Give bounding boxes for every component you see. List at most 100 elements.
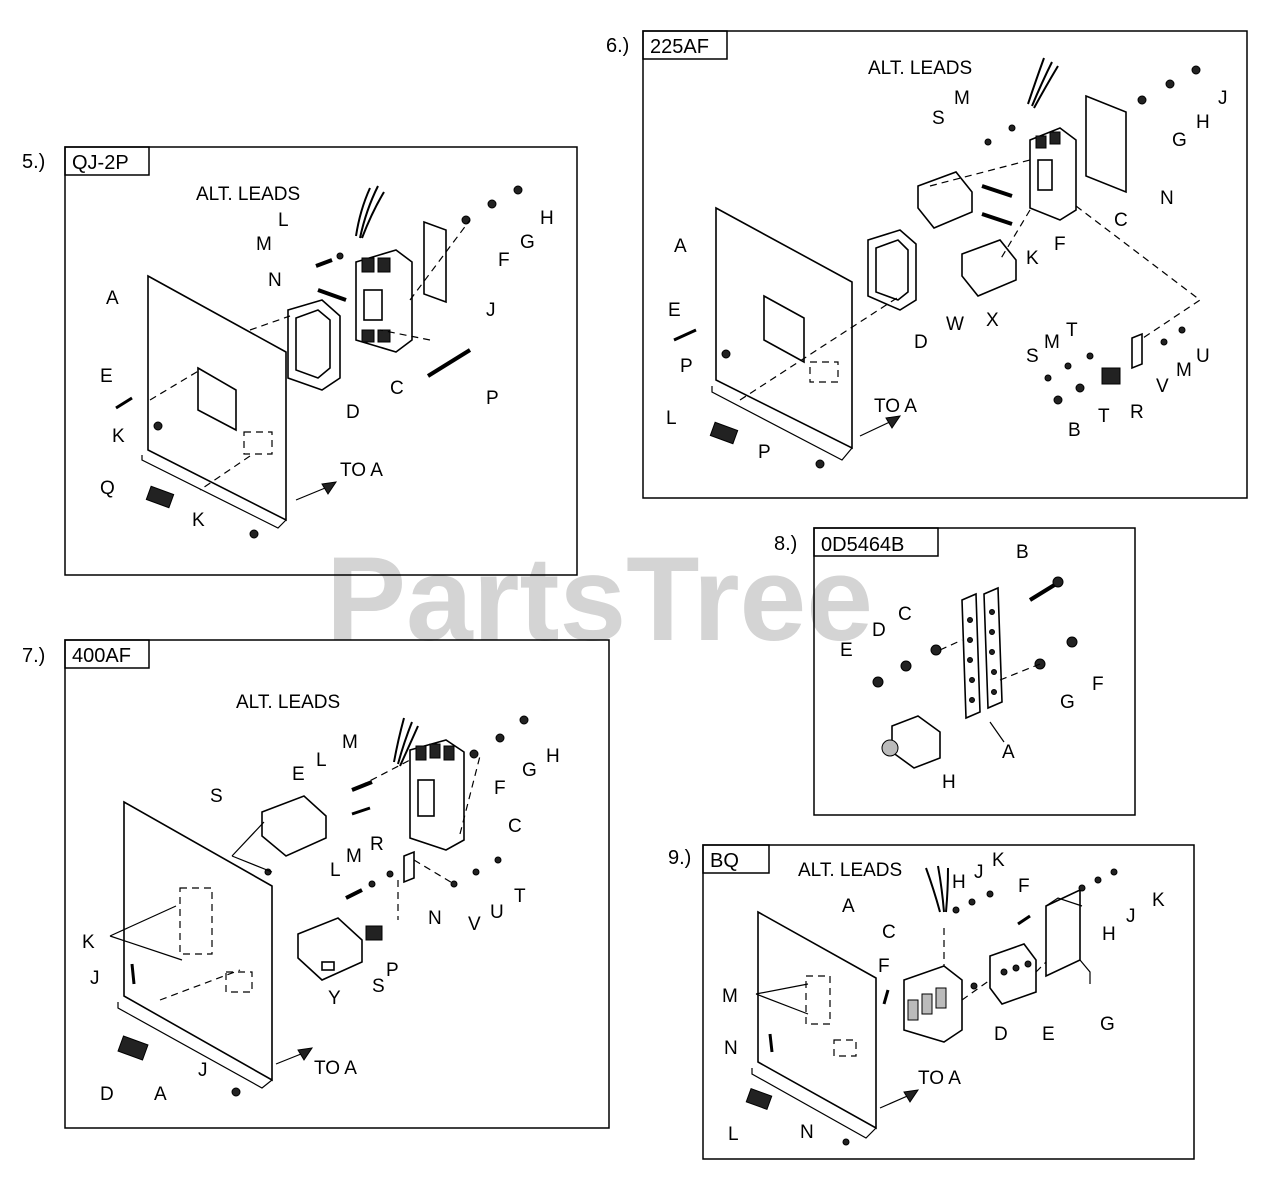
label-K: K — [1152, 890, 1165, 911]
label-H: H — [546, 746, 560, 767]
label-Y: Y — [328, 988, 341, 1009]
label-G: G — [1172, 130, 1187, 151]
label-L: L — [330, 860, 341, 881]
label-B: B — [1068, 420, 1081, 441]
label-H: H — [1196, 112, 1210, 133]
label-F: F — [1018, 876, 1030, 897]
label-D: D — [914, 332, 928, 353]
model-box — [64, 639, 150, 669]
label-J: J — [974, 862, 984, 883]
label-D: D — [346, 402, 360, 423]
label-F: F — [494, 778, 506, 799]
label-G: G — [522, 760, 537, 781]
label-A: A — [842, 896, 855, 917]
label-C: C — [390, 378, 404, 399]
mounting-panel — [123, 800, 273, 1082]
label-R: R — [1130, 402, 1144, 423]
label-G: G — [1100, 1014, 1115, 1035]
label-M: M — [256, 234, 272, 255]
label-H: H — [952, 872, 966, 893]
label-G: G — [520, 232, 535, 253]
label-L: L — [728, 1124, 739, 1145]
bus-bar — [983, 586, 1003, 710]
panel-9: 9.) BQ ALT. LEADS H J K — [668, 844, 1195, 1160]
label-B: B — [1016, 542, 1029, 563]
label-alt-leads: ALT. LEADS — [236, 692, 340, 713]
label-C: C — [882, 922, 896, 943]
label-C: C — [898, 604, 912, 625]
label-R: R — [370, 834, 384, 855]
panel-number: 8.) — [774, 533, 797, 555]
label-H: H — [942, 772, 956, 793]
label-alt-leads: ALT. LEADS — [196, 184, 300, 205]
label-J: J — [486, 300, 496, 321]
label-P: P — [486, 388, 499, 409]
label-P: P — [386, 960, 399, 981]
label-F: F — [1054, 234, 1066, 255]
label-E: E — [292, 764, 305, 785]
mounting-panel — [757, 910, 877, 1130]
panel-frame — [642, 30, 1248, 499]
label-G: G — [1060, 692, 1075, 713]
label-E: E — [668, 300, 681, 321]
label-to-a: TO A — [340, 460, 383, 481]
label-D: D — [994, 1024, 1008, 1045]
label-J: J — [90, 968, 100, 989]
label-N: N — [800, 1122, 814, 1143]
label-to-a: TO A — [874, 396, 917, 417]
label-X: X — [986, 310, 999, 331]
label-N: N — [1160, 188, 1174, 209]
label-L: L — [666, 408, 677, 429]
label-J: J — [1126, 906, 1136, 927]
label-alt-leads: ALT. LEADS — [798, 860, 902, 881]
label-N: N — [268, 270, 282, 291]
panel-7: 7.) 400AF — [22, 639, 610, 1129]
label-A: A — [154, 1084, 167, 1105]
label-T: T — [1066, 320, 1078, 341]
model-box — [813, 527, 939, 557]
model-label: 225AF — [650, 36, 709, 58]
panel-frame — [813, 527, 1136, 816]
label-Q: Q — [100, 478, 115, 499]
label-to-a: TO A — [314, 1058, 357, 1079]
model-box — [642, 30, 728, 60]
panel-number: 6.) — [606, 35, 629, 57]
label-M: M — [1176, 360, 1192, 381]
label-U: U — [1196, 346, 1210, 367]
label-C: C — [508, 816, 522, 837]
label-F: F — [498, 250, 510, 271]
label-K: K — [192, 510, 205, 531]
panel-number: 9.) — [668, 847, 691, 869]
label-K: K — [112, 426, 125, 447]
label-A: A — [1002, 742, 1015, 763]
label-E: E — [1042, 1024, 1055, 1045]
model-label: QJ-2P — [72, 152, 129, 174]
label-P: P — [680, 356, 693, 377]
label-M: M — [954, 88, 970, 109]
panel-frame — [64, 146, 578, 576]
label-M: M — [722, 986, 738, 1007]
label-D: D — [872, 620, 886, 641]
model-box — [702, 844, 770, 874]
label-S: S — [372, 976, 385, 997]
label-F: F — [1092, 674, 1104, 695]
panel-frame — [64, 639, 610, 1129]
label-T: T — [1098, 406, 1110, 427]
label-C: C — [1114, 210, 1128, 231]
label-K: K — [1026, 248, 1039, 269]
panel-8: 8.) 0D5464B B C D E F G A H — [774, 527, 1136, 816]
model-label: 400AF — [72, 645, 131, 667]
label-V: V — [1156, 376, 1169, 397]
label-M: M — [342, 732, 358, 753]
model-box — [64, 146, 150, 176]
panel-5: 5.) QJ-2P — [22, 146, 578, 576]
label-T: T — [514, 886, 526, 907]
watermark-text: PartsTree — [326, 532, 873, 666]
breaker — [355, 249, 413, 353]
label-N: N — [428, 908, 442, 929]
label-N: N — [724, 1038, 738, 1059]
label-H: H — [1102, 924, 1116, 945]
label-to-a: TO A — [918, 1068, 961, 1089]
label-D: D — [100, 1084, 114, 1105]
